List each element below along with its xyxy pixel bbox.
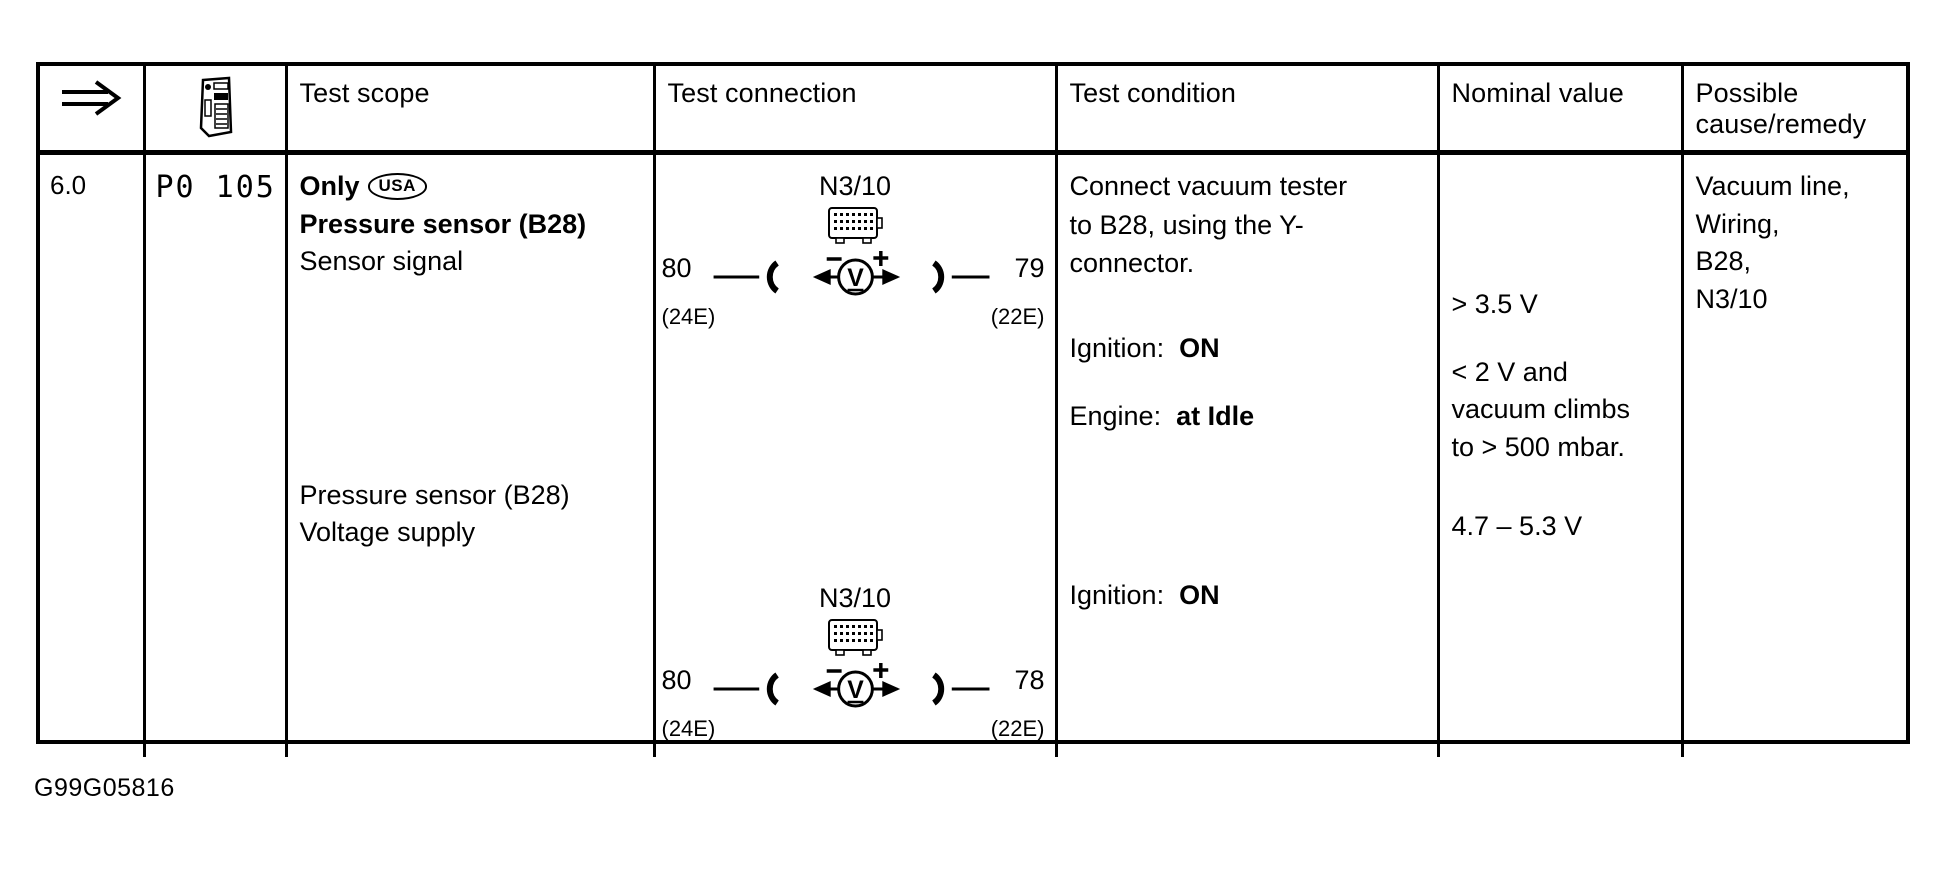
- cell-possible-cause: Vacuum line, Wiring, B28, N3/10: [1680, 152, 1906, 757]
- diagram2-control-unit-label: N3/10: [818, 583, 892, 613]
- diagram2-circuit: V: [656, 655, 1055, 717]
- cause-item: Vacuum line,: [1695, 171, 1850, 201]
- dtc-code-value: P0 105: [155, 170, 276, 205]
- nominal-value-2-line1: < 2 V and: [1451, 356, 1568, 387]
- header-test-connection-label: Test connection: [667, 78, 857, 108]
- scope-component-2: Pressure sensor (B28): [299, 479, 570, 510]
- condition-instruction-line1: Connect vacuum tester: [1069, 171, 1348, 201]
- multi-pin-connector-icon: [826, 617, 884, 670]
- header-possible-cause: Possible cause/remedy: [1680, 66, 1906, 155]
- connection-spacer: [656, 345, 1055, 581]
- condition-instruction-line2: to B28, using the Y-: [1069, 209, 1304, 240]
- diagram2-pin-right-sub: (22E): [990, 716, 1045, 741]
- cell-dtc-code: P0 105: [142, 152, 286, 757]
- nominal-spacer-2: [1452, 325, 1681, 355]
- svg-text:V: V: [847, 676, 864, 704]
- header-nominal-value-label: Nominal value: [1451, 78, 1624, 108]
- multi-pin-connector-icon: [826, 205, 884, 258]
- condition-item-3: Ignition: ON: [1070, 578, 1437, 613]
- nominal-spacer-3: [1452, 467, 1681, 509]
- cause-item: B28,: [1695, 246, 1752, 277]
- double-arrow-right-icon: [40, 80, 143, 121]
- test-table: Test scope Test connection Test conditio…: [40, 66, 1906, 757]
- usa-market-badge: USA: [367, 173, 427, 200]
- condition-item-1-label: Ignition:: [1069, 332, 1165, 363]
- condition-item-3-value: ON: [1179, 579, 1220, 610]
- diagram1-pin-right: 79: [1014, 253, 1045, 283]
- condition-item-1-value: ON: [1179, 332, 1220, 363]
- scope-component-1: Pressure sensor (B28): [299, 208, 587, 239]
- condition-item-2-label: Engine:: [1069, 401, 1162, 432]
- cell-step-index: 6.0: [40, 153, 144, 758]
- figure-identifier: G99G05816: [34, 774, 175, 802]
- table-row: 6.0 P0 105 Only USA: [40, 152, 1906, 758]
- diagram1-pin-left: 80: [661, 253, 692, 283]
- condition-instruction-line3: connector.: [1069, 248, 1195, 279]
- condition-spacer-1: [1070, 285, 1437, 331]
- nominal-value-2-line3: to > 500 mbar.: [1451, 431, 1625, 462]
- header-possible-cause-line2: cause/remedy: [1695, 109, 1867, 140]
- nominal-value-1: > 3.5 V: [1451, 289, 1538, 319]
- cell-test-scope: Only USA Pressure sensor (B28) Sensor sig…: [284, 152, 654, 757]
- diagram1-pin-left-sub: (24E): [661, 304, 716, 329]
- nominal-spacer-1: [1452, 169, 1681, 287]
- header-scan-tool-column: [142, 66, 286, 155]
- header-arrow-column: [40, 66, 144, 155]
- connection-diagram-2: N3/10: [656, 581, 1055, 757]
- condition-spacer-2: [1070, 369, 1437, 399]
- table-body: 6.0 P0 105 Only USA: [40, 152, 1906, 758]
- nominal-value-3: 4.7 – 5.3 V: [1451, 511, 1583, 542]
- diagram2-pin-left: 80: [661, 665, 692, 695]
- diagram2-pin-left-sub: (24E): [661, 716, 716, 741]
- diagram2-pin-right: 78: [1014, 665, 1045, 695]
- cause-item: Wiring,: [1695, 208, 1780, 239]
- scope-market-line: Only USA: [300, 169, 653, 204]
- cause-item: N3/10: [1695, 283, 1768, 314]
- scope-only-label: Only: [299, 171, 360, 201]
- header-test-condition: Test condition: [1054, 66, 1438, 155]
- handheld-scan-tool-icon: [146, 76, 285, 143]
- header-row: Test scope Test connection Test conditio…: [40, 66, 1906, 155]
- header-test-condition-label: Test condition: [1069, 78, 1236, 108]
- condition-spacer-3: [1070, 438, 1437, 578]
- connection-diagram-1: N3/10: [656, 169, 1055, 345]
- header-nominal-value: Nominal value: [1436, 66, 1682, 155]
- scope-signal-1: Sensor signal: [299, 246, 464, 277]
- condition-item-2-value: at Idle: [1176, 401, 1255, 432]
- header-test-connection: Test connection: [652, 66, 1056, 155]
- diagram1-circuit: V: [656, 243, 1055, 305]
- nominal-value-2-line2: vacuum climbs: [1451, 394, 1631, 425]
- condition-item-2: Engine: at Idle: [1070, 399, 1437, 434]
- diagnostic-test-table: Test scope Test connection Test conditio…: [36, 62, 1910, 757]
- scope-spacer: [300, 282, 653, 478]
- condition-item-3-label: Ignition:: [1069, 579, 1165, 610]
- header-test-scope-label: Test scope: [299, 78, 430, 108]
- condition-item-1: Ignition: ON: [1070, 331, 1437, 366]
- diagram1-pin-right-sub: (22E): [990, 304, 1045, 329]
- table-header: Test scope Test connection Test conditio…: [40, 66, 1906, 155]
- scope-signal-2: Voltage supply: [299, 517, 476, 548]
- step-index-value: 6.0: [50, 170, 87, 200]
- svg-text:V: V: [847, 264, 864, 292]
- diagram1-control-unit-label: N3/10: [818, 171, 892, 201]
- header-test-scope: Test scope: [284, 66, 654, 155]
- header-possible-cause-line1: Possible: [1695, 78, 1799, 108]
- cell-nominal-value: > 3.5 V < 2 V and vacuum climbs to > 500…: [1436, 152, 1682, 757]
- cell-test-condition: Connect vacuum tester to B28, using the …: [1054, 152, 1438, 757]
- cell-test-connection: N3/10: [652, 152, 1056, 757]
